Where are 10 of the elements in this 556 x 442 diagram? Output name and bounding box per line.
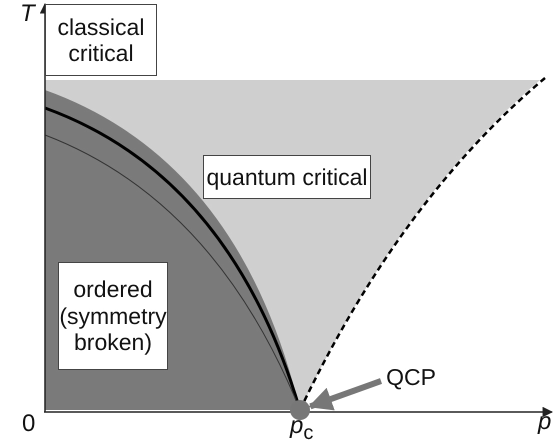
axis-label: 0 (22, 410, 36, 438)
phase-label: classical critical (45, 4, 157, 76)
axis-label: p (538, 408, 552, 436)
axis-label: T (20, 0, 35, 28)
arrow (308, 378, 382, 410)
callout-label: QCP (383, 360, 439, 394)
phase-label: quantum critical (203, 155, 371, 199)
axis-label: p$_{c}$ (290, 412, 314, 442)
phase-label: ordered (symmetry broken) (58, 262, 168, 370)
critical-point-dot (290, 400, 310, 420)
